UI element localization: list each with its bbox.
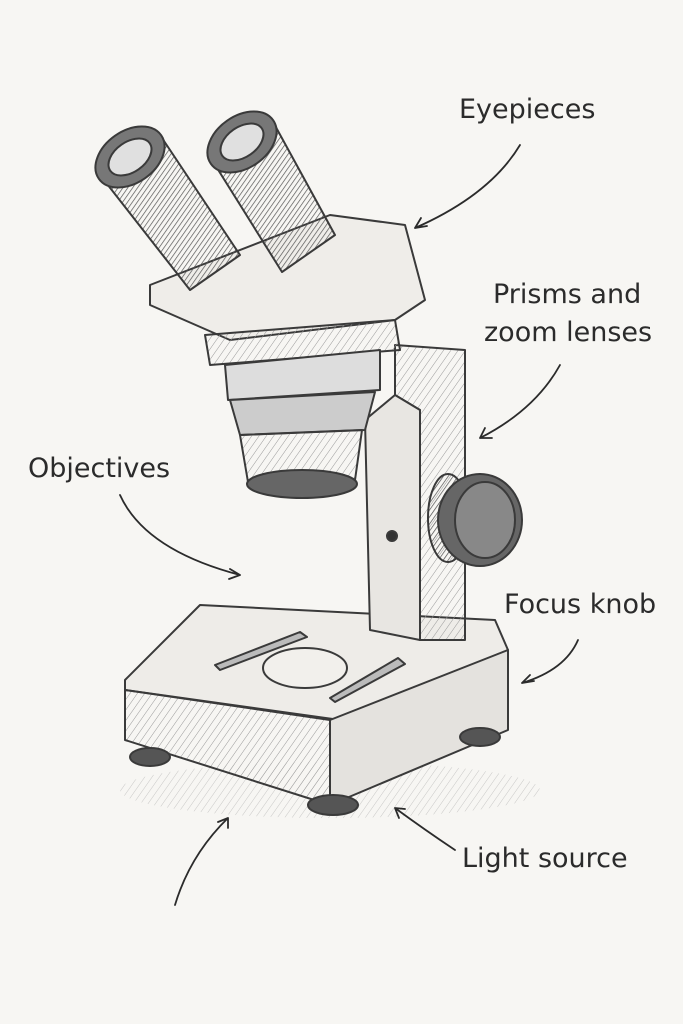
arm (364, 344, 466, 641)
arrow-prisms (479, 364, 561, 439)
label-eyepieces: Eyepieces (459, 94, 596, 125)
stage-clip-right (329, 657, 406, 703)
eyepiece-left (94, 125, 241, 291)
arrow-eyepieces (414, 144, 521, 229)
label-prisms-line1: Prisms and (493, 279, 642, 310)
arrow-objectives (119, 494, 241, 580)
eyepiece-right (206, 110, 336, 273)
arrow-focus-knob (521, 639, 579, 684)
label-objectives: Objectives (28, 453, 171, 484)
prism-housing (149, 214, 426, 401)
focus-knob (427, 473, 523, 567)
objective-lens (229, 391, 376, 499)
label-light-source: Light source (462, 843, 628, 874)
label-prisms-line2: zoom lenses (484, 317, 653, 348)
stage-clip-left (214, 631, 308, 671)
arrow-light-source (394, 807, 456, 851)
stage-plate (262, 647, 348, 689)
arrow-shadow (174, 817, 229, 906)
label-focus-knob: Focus knob (504, 589, 657, 620)
